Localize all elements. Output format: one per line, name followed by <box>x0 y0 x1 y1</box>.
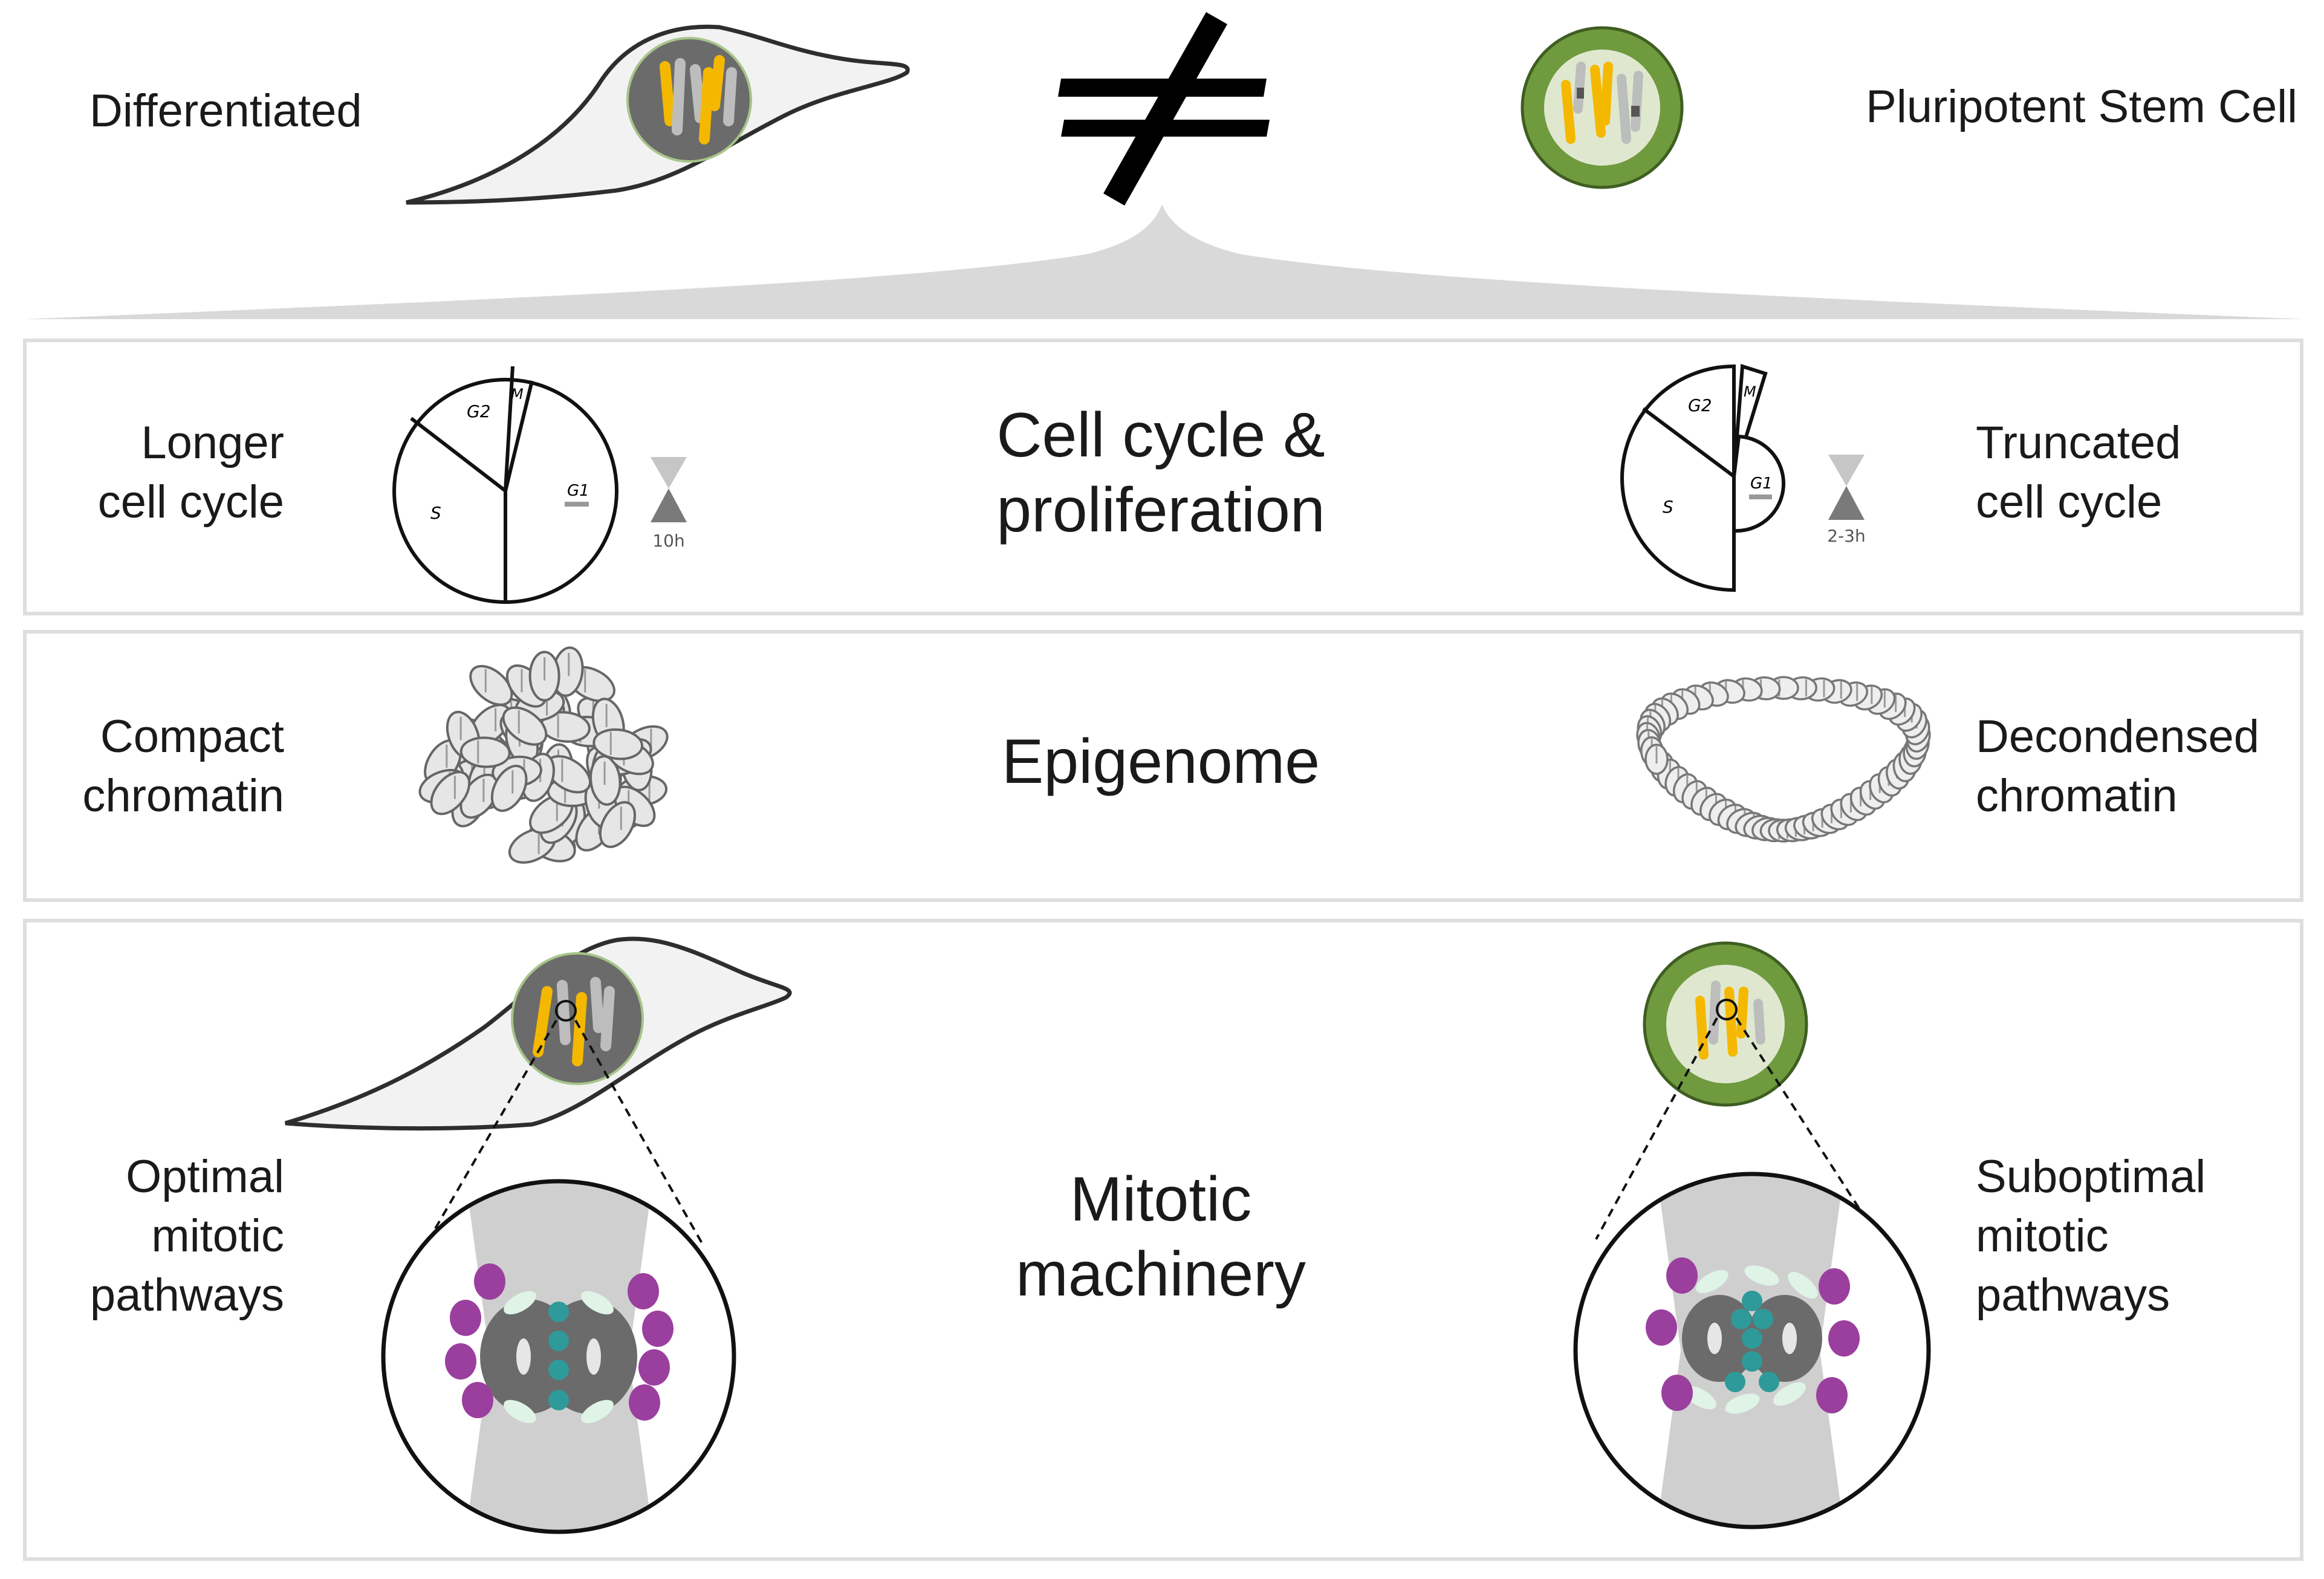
nucleosome-bead <box>459 736 511 768</box>
differentiated-label: Differentiated <box>89 85 362 137</box>
optimal-microtubules <box>548 1302 569 1410</box>
duration-right: 2-3h <box>1827 526 1865 546</box>
m-phase-left: M <box>511 386 524 403</box>
g1-phase-left: G1 <box>567 482 589 500</box>
not-equal-icon <box>1058 12 1270 206</box>
compact-chromatin-icon <box>418 646 669 864</box>
differentiated-cell-small-icon <box>285 936 792 1131</box>
hourglass-icon-right <box>1828 455 1865 520</box>
suboptimal-kinetochores <box>1646 1257 1860 1413</box>
nucleosome-bead <box>502 706 548 746</box>
nucleosome-bead <box>592 728 644 760</box>
differentiated-cell-icon <box>406 24 910 205</box>
stem-cell-small-icon <box>1643 941 1808 1107</box>
s-phase-left: S <box>430 503 441 523</box>
compact-chromatin-label: Compact chromatin <box>82 711 284 822</box>
optimal-chromosome-pair <box>480 1299 637 1414</box>
pluripotent-stem-cell-label: Pluripotent Stem Cell <box>1866 81 2297 132</box>
epigenome-panel <box>23 630 2303 902</box>
s-phase-right: S <box>1663 497 1673 517</box>
m-phase-right: M <box>1744 383 1756 400</box>
mitotic-machinery-title: Mitotic machinery <box>1016 1164 1306 1309</box>
nucleosome-bead <box>469 664 513 706</box>
g2-phase-left: G2 <box>467 401 491 421</box>
cell-cycle-title: Cell cycle & proliferation <box>996 400 1325 545</box>
suboptimal-mitotic-label: Suboptimal mitotic pathways <box>1976 1151 2206 1321</box>
truncated-cell-cycle-label: Truncated cell cycle <box>1976 417 2181 528</box>
decondensed-chromatin-label: Decondensed chromatin <box>1976 711 2260 822</box>
g2-phase-right: G2 <box>1688 395 1712 415</box>
truncated-cell-cycle-diagram <box>1620 364 1786 592</box>
hourglass-icon-left <box>651 457 687 522</box>
stem-cell-icon <box>1521 26 1684 189</box>
decondensed-chromatin-icon <box>1636 676 1931 843</box>
long-cell-cycle-diagram <box>392 366 618 604</box>
epigenome-title: Epigenome <box>1001 727 1320 797</box>
suboptimal-microtubules <box>1725 1291 1779 1392</box>
optimal-mint-ovals <box>504 1291 614 1424</box>
longer-cell-cycle-label: Longer cell cycle <box>97 417 284 528</box>
brace-shape <box>24 204 2303 319</box>
g1-phase-right: G1 <box>1750 475 1773 493</box>
mitotic-panel <box>23 919 2303 1561</box>
duration-left: 10h <box>652 531 684 551</box>
optimal-mitotic-label: Optimal mitotic pathways <box>89 1151 284 1321</box>
nucleosome-bead <box>490 764 528 812</box>
nucleosome-bead <box>599 801 637 848</box>
optimal-kinetochores <box>445 1263 674 1421</box>
nucleosome-bead <box>430 771 471 815</box>
